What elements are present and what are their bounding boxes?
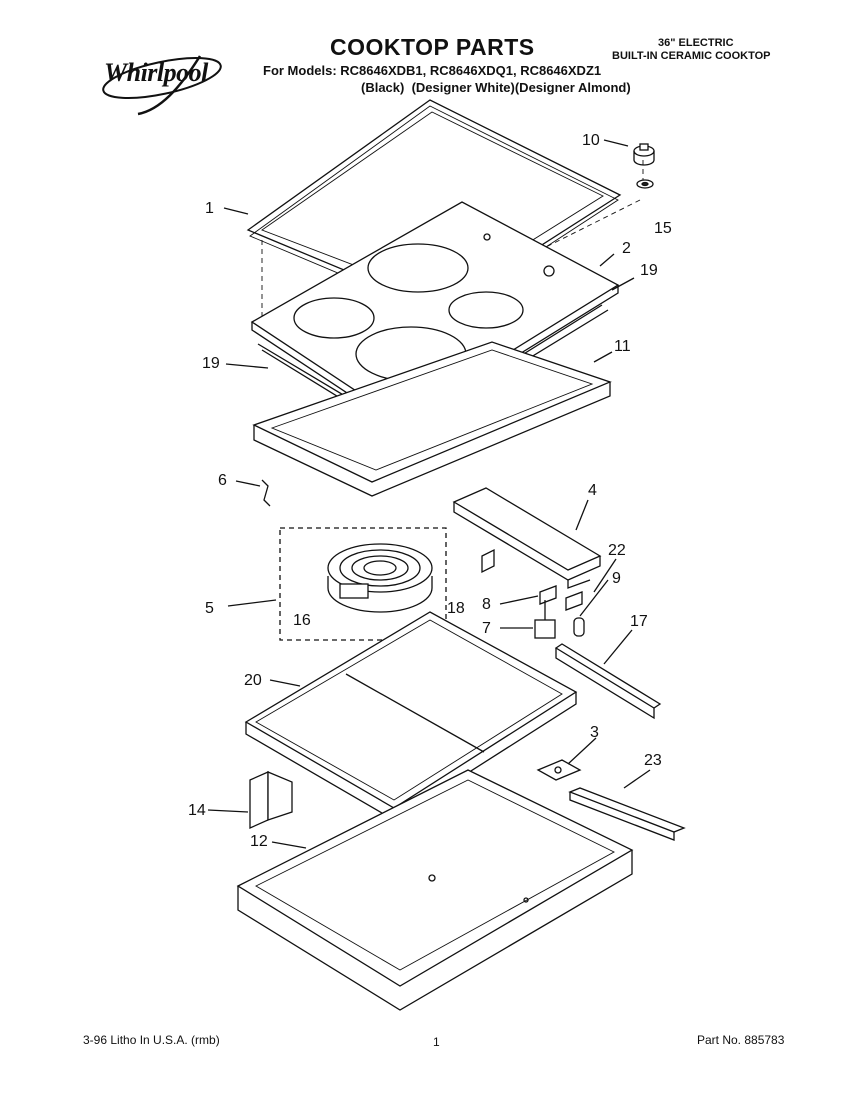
- logo-swoosh-icon: [102, 55, 222, 116]
- litho-note: 3-96 Litho In U.S.A. (rmb): [83, 1033, 220, 1047]
- part-23-rail: [568, 787, 686, 841]
- whirlpool-logo: Whirlpool: [100, 48, 230, 118]
- callout-10: 10: [582, 132, 600, 149]
- page-title: COOKTOP PARTS: [330, 34, 535, 60]
- part-4-control-panel: [452, 487, 602, 589]
- callout-15: 15: [654, 220, 672, 237]
- page-number: 1: [433, 1035, 440, 1049]
- models-line: For Models: RC8646XDB1, RC8646XDQ1, RC86…: [263, 63, 602, 78]
- callout-9: 9: [612, 570, 621, 587]
- part-7-switch: [534, 600, 556, 639]
- part-15-washer: [636, 179, 654, 189]
- callout-7: 7: [482, 620, 491, 637]
- callout-1: 1: [205, 200, 214, 217]
- callout-16: 16: [293, 612, 311, 629]
- part-6-clip: [261, 479, 271, 507]
- part-5-element-group: [279, 527, 447, 641]
- callout-4: 4: [588, 482, 597, 499]
- leader-lines: [261, 160, 644, 330]
- part-10-knob: [633, 143, 655, 166]
- callout-5: 5: [205, 600, 214, 617]
- callout-leaders: [207, 139, 651, 849]
- appliance-type-line-2: BUILT-IN CERAMIC COOKTOP: [612, 50, 771, 62]
- part-number: Part No. 885783: [697, 1033, 785, 1047]
- callout-18: 18: [447, 600, 465, 617]
- callout-6: 6: [218, 472, 227, 489]
- part-9-indicator-light: [573, 617, 585, 637]
- callout-23: 23: [644, 752, 662, 769]
- callout-2: 2: [622, 240, 631, 257]
- part-17-rail: [554, 643, 662, 720]
- part-3-mount-bracket: [536, 759, 582, 781]
- callout-3: 3: [590, 724, 599, 741]
- part-11-burner-box: [252, 341, 612, 497]
- callout-19-left: 19: [202, 355, 220, 372]
- callout-22: 22: [608, 542, 626, 559]
- colors-line: (Black) (Designer White)(Designer Almond…: [361, 80, 631, 95]
- callout-17: 17: [630, 613, 648, 630]
- part-12-bottom-box: [236, 769, 634, 1011]
- callout-12: 12: [250, 833, 268, 850]
- appliance-type-line-1: 36" ELECTRIC: [658, 37, 734, 49]
- brand-wordmark: Whirlpool: [104, 58, 208, 87]
- callout-20: 20: [244, 672, 262, 689]
- callout-8: 8: [482, 596, 491, 613]
- part-18-bracket: [481, 548, 495, 574]
- callout-14: 14: [188, 802, 206, 819]
- part-14-bracket: [249, 770, 293, 830]
- part-20-tray: [244, 611, 578, 821]
- part-8-plate: [539, 585, 557, 605]
- part-22-bracket: [565, 591, 583, 611]
- callout-11: 11: [614, 338, 631, 355]
- callout-19-top: 19: [640, 262, 658, 279]
